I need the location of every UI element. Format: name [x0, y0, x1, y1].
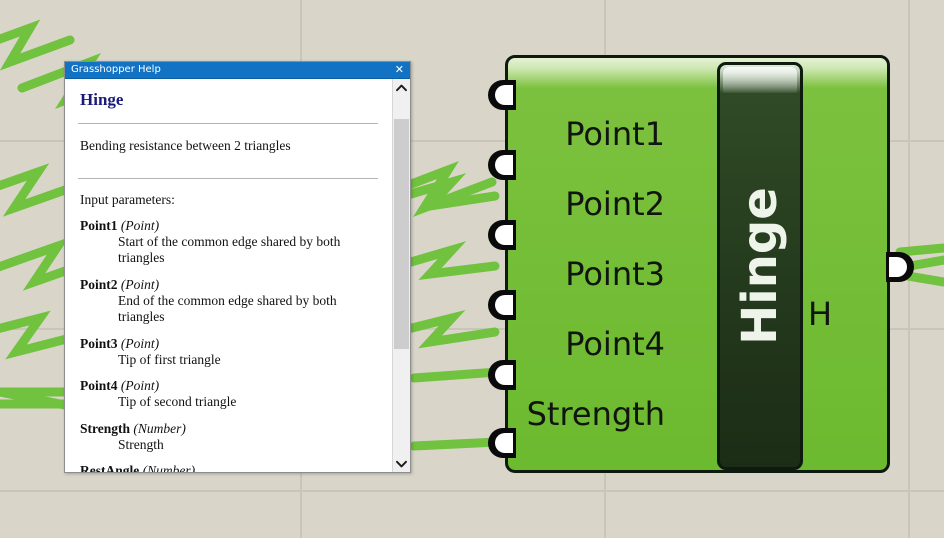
param-name: Point4 — [80, 378, 118, 394]
input-port-strength[interactable] — [488, 360, 516, 390]
list-item: Point3 (Point) Tip of first triangle — [80, 336, 378, 368]
input-port-point2[interactable] — [488, 150, 516, 180]
chevron-down-icon[interactable] — [393, 455, 410, 472]
input-label-point3: Point3 — [565, 255, 665, 293]
param-type: (Number) — [142, 463, 196, 472]
param-type: (Point) — [120, 335, 160, 351]
output-port-h[interactable] — [886, 252, 914, 282]
divider — [78, 123, 378, 124]
input-label-point2: Point2 — [565, 185, 665, 223]
input-label-point4: Point4 — [565, 325, 665, 363]
input-port-point4[interactable] — [488, 290, 516, 320]
param-type: (Point) — [120, 218, 160, 233]
param-name: Point3 — [80, 335, 118, 351]
param-type: (Point) — [120, 276, 160, 292]
input-port-point1[interactable] — [488, 80, 516, 110]
param-description: Start of the common edge shared by both … — [118, 234, 341, 266]
input-label-restangle: RestAngle — [508, 468, 665, 470]
help-content-area: Hinge Bending resistance between 2 trian… — [65, 79, 392, 472]
grasshopper-component-hinge[interactable]: Point1 Point2 Point3 Point4 Strength Res… — [505, 55, 890, 473]
input-port-point3[interactable] — [488, 220, 516, 250]
help-section-label: Input parameters: — [80, 192, 175, 207]
param-description: Tip of second triangle — [118, 394, 237, 410]
help-window-title: Grasshopper Help — [71, 64, 161, 75]
param-name: RestAngle — [80, 463, 140, 472]
input-label-strength: Strength — [526, 395, 665, 433]
divider — [78, 178, 378, 179]
component-nickname-text: Hinge — [732, 187, 788, 345]
param-name: Point1 — [80, 218, 118, 233]
param-description: Strength — [118, 436, 164, 452]
input-port-restangle[interactable] — [488, 428, 516, 458]
chevron-up-icon[interactable] — [393, 79, 410, 96]
help-topic-heading: Hinge — [80, 90, 124, 109]
list-item: Point2 (Point) End of the common edge sh… — [80, 277, 378, 326]
output-label-h: H — [808, 295, 833, 333]
help-parameter-list: Point1 (Point) Start of the common edge … — [78, 218, 378, 472]
panel-gloss — [723, 67, 797, 93]
list-item: Point1 (Point) Start of the common edge … — [80, 218, 378, 267]
list-item: Point4 (Point) Tip of second triangle — [80, 378, 378, 410]
param-description: Tip of first triangle — [118, 351, 221, 367]
help-scrollbar[interactable] — [392, 79, 410, 472]
input-label-point1: Point1 — [565, 115, 665, 153]
param-name: Point2 — [80, 276, 118, 292]
param-type: (Point) — [120, 378, 160, 394]
grasshopper-help-window[interactable]: Grasshopper Help ✕ Hinge Bending resista… — [64, 61, 411, 473]
grid-line-horizontal — [0, 490, 944, 492]
scrollbar-thumb[interactable] — [394, 119, 409, 349]
list-item: Strength (Number) Strength — [80, 421, 378, 453]
help-window-titlebar[interactable]: Grasshopper Help ✕ — [65, 62, 410, 78]
grid-line-horizontal — [0, 140, 944, 142]
param-description: End of the common edge shared by both tr… — [118, 292, 337, 325]
param-name: Strength — [80, 420, 131, 436]
help-summary-text: Bending resistance between 2 triangles — [80, 138, 291, 153]
component-nickname-panel[interactable]: Hinge — [717, 62, 803, 470]
param-type: (Number) — [133, 420, 186, 436]
close-icon[interactable]: ✕ — [394, 63, 404, 76]
list-item: RestAngle (Number) RestAngle — [80, 463, 378, 472]
